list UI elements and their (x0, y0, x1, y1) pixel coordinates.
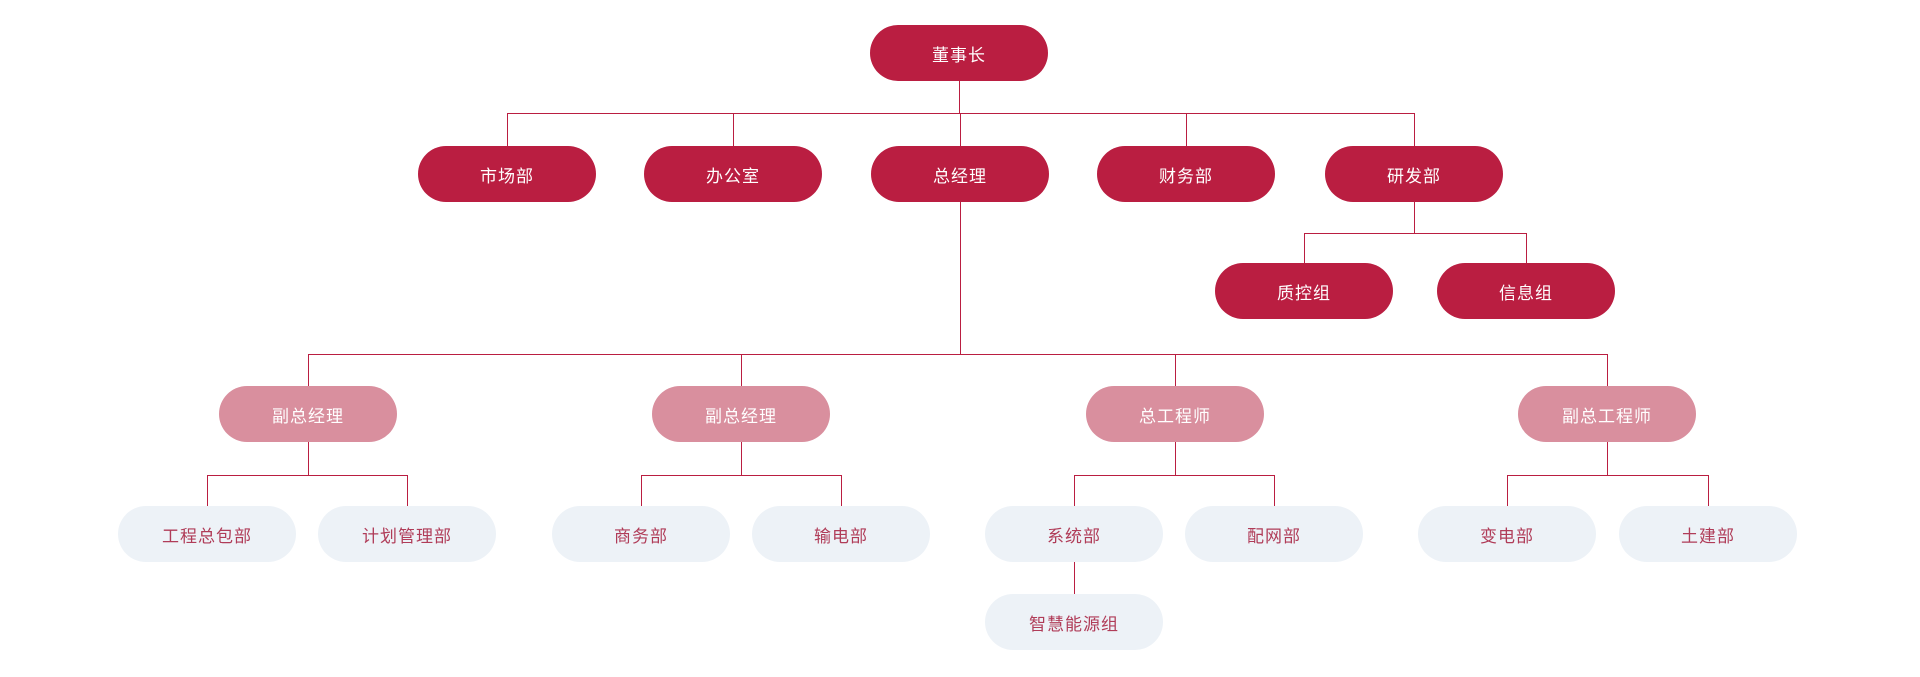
org-node-engineering-contracting-dept: 工程总包部 (118, 506, 296, 562)
connector-line (207, 475, 208, 506)
connector-line (1274, 475, 1275, 506)
connector-line (1175, 442, 1176, 475)
org-node-marketing-dept: 市场部 (418, 146, 596, 202)
connector-line (1708, 475, 1709, 506)
connector-line (641, 475, 841, 476)
org-node-power-transmission-dept: 输电部 (752, 506, 930, 562)
connector-line (1074, 475, 1274, 476)
connector-line (1607, 442, 1608, 475)
org-node-chief-engineer: 总工程师 (1086, 386, 1264, 442)
connector-line (507, 113, 508, 146)
org-node-commerce-dept: 商务部 (552, 506, 730, 562)
connector-line (1507, 475, 1708, 476)
connector-line (1304, 233, 1305, 263)
connector-line (960, 202, 961, 354)
connector-line (641, 475, 642, 506)
org-node-systems-dept: 系统部 (985, 506, 1163, 562)
connector-line (841, 475, 842, 506)
connector-line (1526, 233, 1527, 263)
org-node-deputy-chief-engineer: 副总工程师 (1518, 386, 1696, 442)
connector-line (308, 354, 1607, 355)
connector-line (207, 475, 407, 476)
connector-line (1414, 202, 1415, 233)
org-node-civil-engineering-dept: 土建部 (1619, 506, 1797, 562)
connector-line (1414, 113, 1415, 146)
connector-line (407, 475, 408, 506)
connector-line (1507, 475, 1508, 506)
connector-line (959, 81, 960, 113)
connector-line (1074, 475, 1075, 506)
connector-line (1074, 562, 1075, 594)
org-node-smart-energy-group: 智慧能源组 (985, 594, 1163, 650)
org-node-office: 办公室 (644, 146, 822, 202)
org-node-distribution-network-dept: 配网部 (1185, 506, 1363, 562)
org-node-substation-dept: 变电部 (1418, 506, 1596, 562)
connector-line (308, 442, 309, 475)
org-node-deputy-gm-1: 副总经理 (219, 386, 397, 442)
connector-line (308, 354, 309, 386)
connector-line (741, 442, 742, 475)
org-node-chairman: 董事长 (870, 25, 1048, 81)
connector-line (741, 354, 742, 386)
connector-line (1607, 354, 1608, 386)
connector-line (960, 113, 961, 146)
org-node-general-manager: 总经理 (871, 146, 1049, 202)
connector-line (1175, 354, 1176, 386)
org-node-finance-dept: 财务部 (1097, 146, 1275, 202)
org-node-information-group: 信息组 (1437, 263, 1615, 319)
connector-line (1186, 113, 1187, 146)
org-node-rnd-dept: 研发部 (1325, 146, 1503, 202)
org-node-planning-management-dept: 计划管理部 (318, 506, 496, 562)
org-node-quality-control-group: 质控组 (1215, 263, 1393, 319)
org-node-deputy-gm-2: 副总经理 (652, 386, 830, 442)
connector-line (1304, 233, 1526, 234)
connector-line (733, 113, 734, 146)
